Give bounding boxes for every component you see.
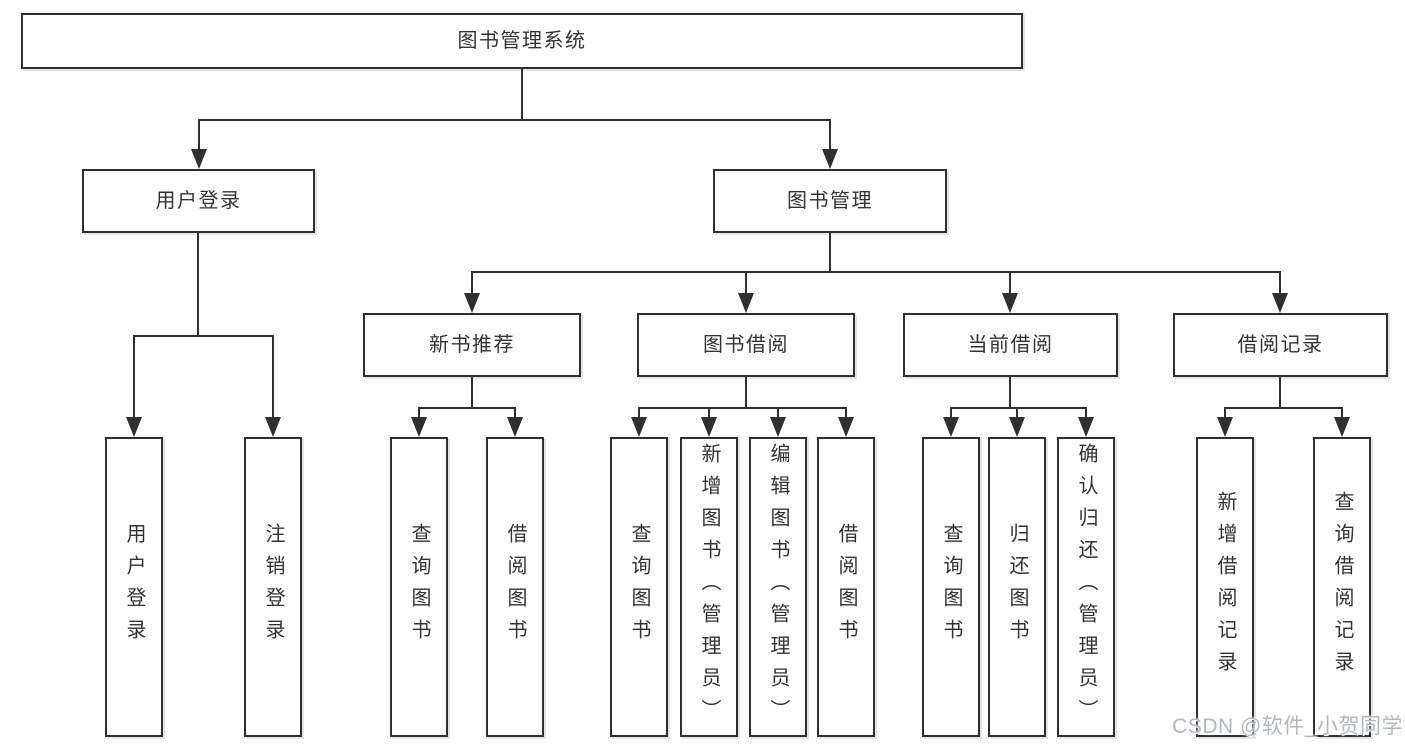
node-book-management: 图书管理 [713,169,947,233]
node-borrow-books: 借阅图书 [817,437,875,737]
node-label: 新增图书（管理员） [698,443,720,731]
node-label: 查询借阅记录 [1331,491,1353,683]
node-label: 用户登录 [155,190,242,212]
node-confirm-return-admin: 确认归还（管理员） [1057,437,1115,737]
node-library-system: 图书管理系统 [21,13,1023,69]
connector-line [271,336,275,421]
connector-line [1008,377,1012,408]
node-label: 借阅记录 [1237,334,1324,356]
connector-line [197,120,201,153]
connector-line [1223,406,1344,410]
connector-line [196,233,200,336]
connector-line [828,233,832,272]
csdn-watermark: CSDN @软件_小贺同学 [1172,715,1403,738]
node-label: 查询图书 [940,523,962,651]
connector-line [470,272,474,297]
connector-line [1008,272,1012,297]
node-label: 图书管理 [787,190,873,212]
node-user-login-group: 用户登录 [82,169,315,233]
connector-line [1015,408,1019,421]
connector-line [949,408,953,421]
node-label: 归还图书 [1006,523,1028,651]
node-query-books-recommend: 查询图书 [390,437,448,737]
connector-line [949,406,1088,410]
node-label: 借阅图书 [835,523,857,651]
arrowhead-icon [631,417,647,437]
connector-line [776,408,780,421]
arrowhead-icon [1272,293,1288,313]
arrowhead-icon [1009,417,1025,437]
connector-line [132,336,136,421]
connector-line [513,408,517,421]
node-label: 编辑图书（管理员） [767,443,789,731]
node-label: 新增借阅记录 [1214,491,1236,683]
connector-line [470,270,1282,274]
connector-line [844,408,848,421]
node-label: 图书借阅 [703,334,789,356]
node-query-books-borrowing: 查询图书 [610,437,668,737]
connector-line [828,120,832,153]
arrowhead-icon [943,417,959,437]
connector-line [197,118,832,122]
node-borrowing-records: 借阅记录 [1173,313,1388,377]
node-current-borrowing: 当前借阅 [903,313,1118,377]
node-label: 注销登录 [262,523,284,651]
connector-line [1084,408,1088,421]
connector-line [637,406,848,410]
node-query-books-current: 查询图书 [922,437,980,737]
node-label: 查询图书 [408,523,430,651]
node-label: 新书推荐 [429,334,515,356]
node-logout: 注销登录 [244,437,302,737]
connector-line [417,406,517,410]
node-new-book-recommend: 新书推荐 [363,313,581,377]
node-return-books: 归还图书 [988,437,1046,737]
node-add-borrow-record: 新增借阅记录 [1196,437,1254,737]
arrowhead-icon [265,417,281,437]
arrowhead-icon [701,417,717,437]
connector-line [417,408,421,421]
connector-line [1223,408,1227,421]
arrowhead-icon [1217,417,1233,437]
node-label: 当前借阅 [967,334,1054,356]
node-add-book-admin: 新增图书（管理员） [680,437,738,737]
connector-line [1340,408,1344,421]
connector-line [744,272,748,297]
arrowhead-icon [411,417,427,437]
node-label: 查询图书 [628,523,650,651]
node-edit-book-admin: 编辑图书（管理员） [749,437,807,737]
connector-line [707,408,711,421]
connector-line [520,69,524,120]
arrowhead-icon [464,293,480,313]
connector-line [132,334,275,338]
arrowhead-icon [1334,417,1350,437]
connector-line [1278,272,1282,297]
arrowhead-icon [770,417,786,437]
arrowhead-icon [126,417,142,437]
connector-line [1278,377,1282,408]
connector-line [637,408,641,421]
node-label: 图书管理系统 [457,30,587,52]
arrowhead-icon [1002,293,1018,313]
arrowhead-icon [191,149,207,169]
node-query-borrow-record: 查询借阅记录 [1313,437,1371,737]
connector-line [470,377,474,408]
node-label: 确认归还（管理员） [1075,443,1097,731]
node-book-borrowing: 图书借阅 [637,313,855,377]
node-borrow-books-recommend: 借阅图书 [486,437,544,737]
connector-line [744,377,748,408]
arrowhead-icon [507,417,523,437]
arrowhead-icon [838,417,854,437]
node-label: 借阅图书 [504,523,526,651]
arrowhead-icon [822,149,838,169]
node-user-login: 用户登录 [105,437,163,737]
node-label: 用户登录 [123,523,145,651]
arrowhead-icon [1078,417,1094,437]
arrowhead-icon [738,293,754,313]
